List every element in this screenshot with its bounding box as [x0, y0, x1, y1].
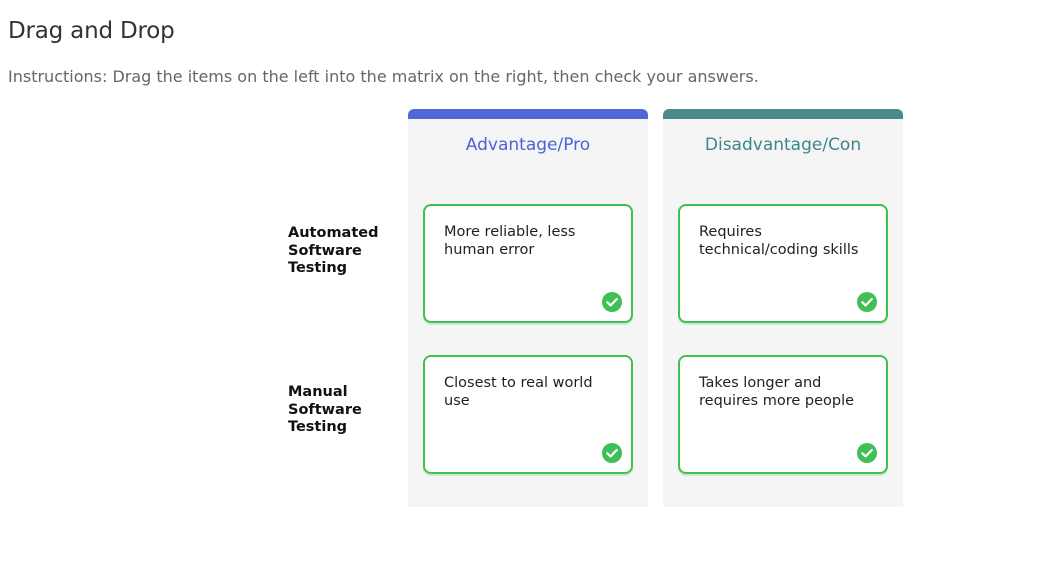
- card-text: Requires technical/coding skills: [699, 224, 859, 258]
- column-heading-advantage: Advantage/Pro: [465, 135, 591, 155]
- card-text: Takes longer and requires more people: [699, 375, 855, 409]
- page-title: Drag and Drop: [8, 18, 175, 44]
- check-icon: [857, 443, 877, 463]
- drop-card-manual-pro[interactable]: Closest to real world use: [423, 355, 633, 474]
- card-text: More reliable, less human error: [444, 224, 576, 258]
- row-label-manual: Manual Software Testing: [288, 384, 362, 435]
- column-header-bar: [408, 109, 648, 119]
- row-label-automated: Automated Software Testing: [288, 225, 379, 276]
- card-text: Closest to real world use: [444, 375, 593, 409]
- instructions-text: Instructions: Drag the items on the left…: [8, 67, 759, 86]
- check-icon: [857, 292, 877, 312]
- check-icon: [602, 443, 622, 463]
- column-heading-disadvantage: Disadvantage/Con: [704, 135, 862, 155]
- drop-card-automated-pro[interactable]: More reliable, less human error: [423, 204, 633, 323]
- column-header-bar: [663, 109, 903, 119]
- check-icon: [602, 292, 622, 312]
- drop-card-manual-con[interactable]: Takes longer and requires more people: [678, 355, 888, 474]
- drop-card-automated-con[interactable]: Requires technical/coding skills: [678, 204, 888, 323]
